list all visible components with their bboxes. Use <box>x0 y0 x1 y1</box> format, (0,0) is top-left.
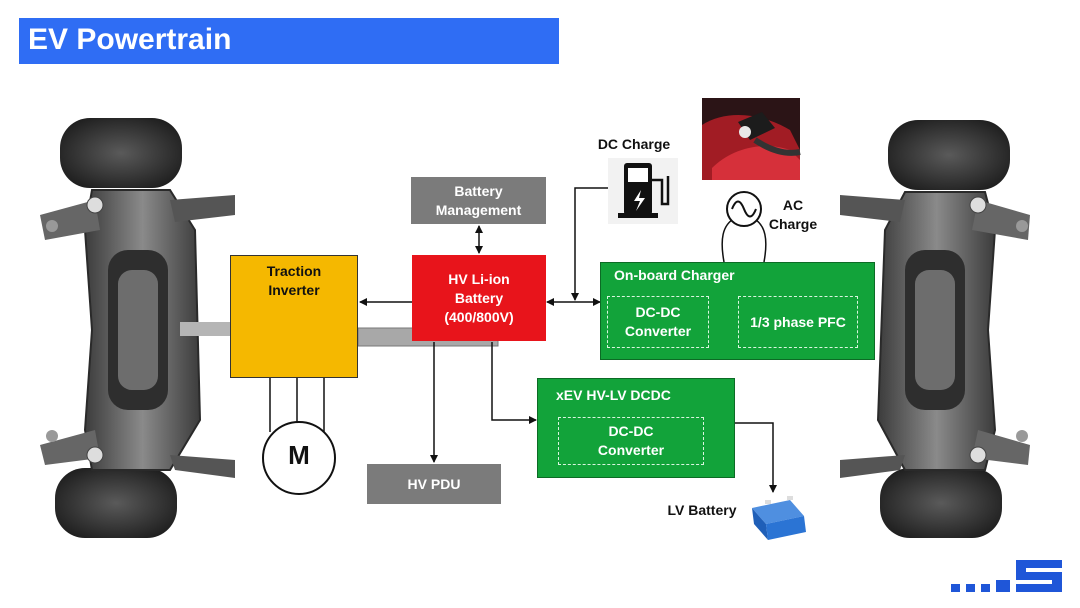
left-axle-assembly <box>40 118 235 538</box>
dc-charge-line <box>571 187 610 301</box>
hv-battery-block: HV Li-ion Battery (400/800V) <box>412 255 546 341</box>
traction-inverter-block <box>230 255 358 378</box>
right-axle-assembly <box>840 120 1030 538</box>
lv-battery-icon <box>752 496 806 540</box>
brand-logo <box>951 560 1062 592</box>
motor-circle <box>262 421 336 495</box>
lv-battery-label: LV Battery <box>667 502 737 518</box>
hv-pdu-block: HV PDU <box>367 464 501 504</box>
dc-charge-label: DC Charge <box>597 136 671 152</box>
obc-pfc-block: 1/3 phase PFC <box>738 296 858 348</box>
hv-lv-dcdc-title: xEV HV-LV DCDC <box>556 387 671 403</box>
obc-dcdc-converter: DC-DC Converter <box>607 296 709 348</box>
dcdc-lvbattery-arrow <box>735 422 777 493</box>
traction-inverter-label: Traction Inverter <box>266 263 322 298</box>
hv-lv-dcdc-block <box>537 378 735 478</box>
ac-symbol-icon <box>726 191 762 227</box>
left-front-tire <box>60 118 182 188</box>
connection-lines <box>269 187 777 493</box>
right-rear-tire <box>880 468 1002 538</box>
motor-label: M <box>288 440 310 470</box>
left-rear-tire <box>55 468 177 538</box>
dc-charger-icon <box>608 158 678 224</box>
ac-charge-label: AC Charge <box>768 197 818 232</box>
page-title: EV Powertrain <box>28 23 232 56</box>
on-board-charger-block <box>600 262 875 360</box>
battery-dcdc-arrow <box>491 342 537 424</box>
battery-management-block: Battery Management <box>411 177 546 224</box>
dcdc-inner-converter: DC-DC Converter <box>558 417 704 465</box>
right-front-tire <box>888 120 1010 190</box>
on-board-charger-title: On-board Charger <box>614 267 735 283</box>
charging-photo <box>702 98 801 180</box>
title-bar <box>19 18 559 64</box>
